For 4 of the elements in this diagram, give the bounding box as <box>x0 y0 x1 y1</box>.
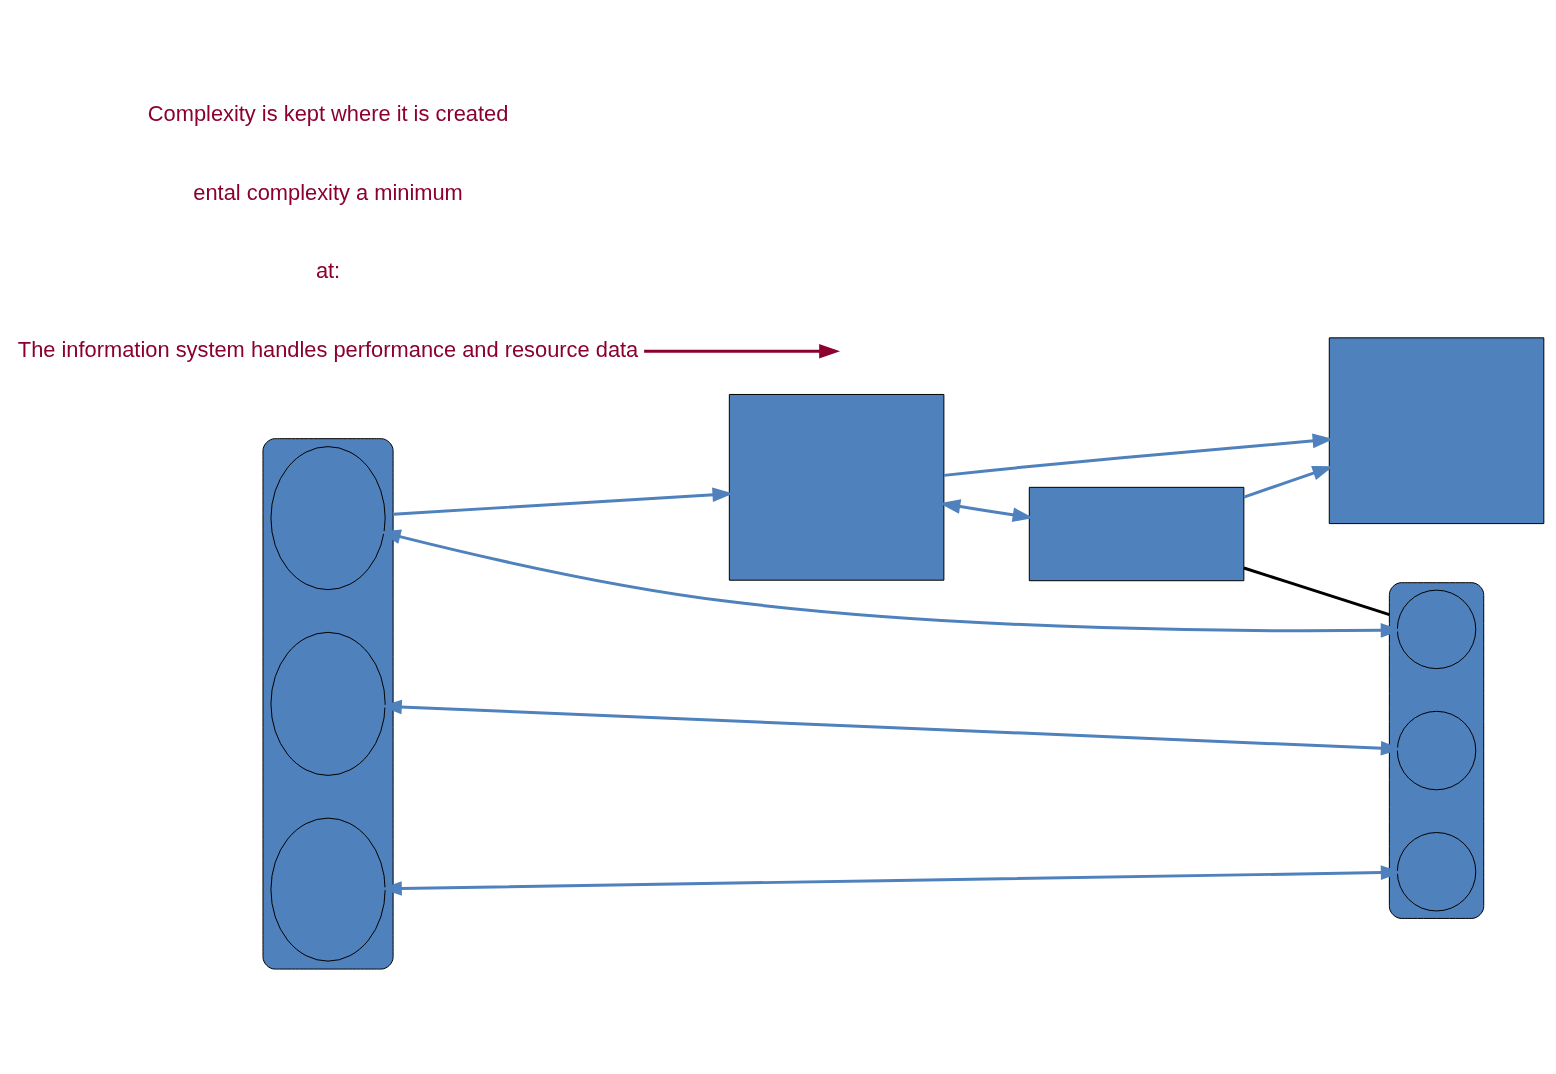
label: ental complexity a minimum <box>193 179 463 205</box>
node-text: The information system handles performance and resource data <box>17 336 639 362</box>
label: Complexity is kept where it is created <box>147 100 509 126</box>
label: at: <box>315 257 341 283</box>
